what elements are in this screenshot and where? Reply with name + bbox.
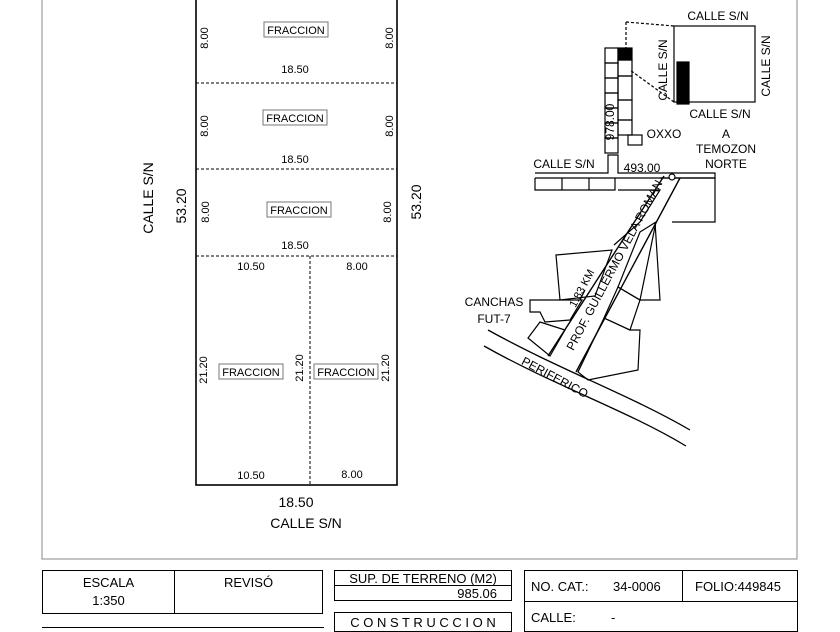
canchas-label: CANCHAS (465, 295, 524, 309)
distance-vertical: 978.00 (603, 103, 617, 140)
temozon-label: NORTE (705, 157, 747, 171)
escala-label: ESCALA (82, 575, 135, 590)
target-lot-marker (617, 47, 633, 61)
catastro-cell: NO. CAT.: 34-0006 FOLIO:449845 (524, 570, 798, 602)
dimension-depth: 8.00 (199, 115, 211, 136)
dimension-left: 10.50 (237, 470, 265, 482)
dimension-depth: 8.00 (384, 27, 396, 48)
inset-leader (629, 69, 675, 103)
dimension-width: 18.50 (281, 64, 309, 76)
dimension-right: 8.00 (341, 469, 362, 481)
dimension-depth: 8.00 (382, 201, 394, 222)
table-edge (42, 627, 324, 628)
fraccion-box (218, 363, 284, 380)
total-depth: 53.20 (408, 184, 424, 219)
total-width: 18.50 (278, 494, 313, 510)
construccion-header: C O N S T R U C C I O N (334, 612, 512, 632)
dimension-depth: 8.00 (200, 201, 212, 222)
total-depth: 53.20 (173, 188, 189, 223)
dimension-tall: 21.20 (198, 356, 210, 384)
construccion-label: C O N S T R U C C I O N (350, 615, 496, 630)
inset-lot-marker (676, 61, 690, 105)
dimension-right: 8.00 (346, 261, 367, 273)
street-west-label: CALLE S/N (140, 162, 156, 234)
sup-terreno-header: SUP. DE TERRENO (M2) (334, 570, 512, 586)
calle-value: - (611, 610, 616, 625)
sup-terreno-label: SUP. DE TERRENO (M2) (349, 571, 497, 586)
dimension-left: 10.50 (237, 261, 265, 273)
street-top-label: CALLE S/N (687, 9, 748, 23)
sup-terreno-value: 985.06 (457, 586, 497, 601)
temozon-label: TEMOZON (696, 142, 756, 156)
street-right-label: CALLE S/N (759, 35, 773, 96)
drawing-frame (41, 0, 798, 560)
calle-label: CALLE: (531, 610, 576, 625)
dimension-width: 18.50 (281, 154, 309, 166)
fraccion-label: FRACCION (266, 113, 324, 125)
fraccion-label: FRACCION (222, 367, 280, 379)
lot-outline (195, 0, 398, 486)
inset-block (673, 25, 756, 103)
fraccion-label: FRACCION (267, 25, 325, 37)
escala-value: 1:350 (92, 593, 125, 608)
calle-cell: CALLE: - (524, 601, 798, 632)
dimension-tall: 21.20 (294, 354, 306, 382)
street-left-label: CALLE S/N (656, 39, 670, 100)
dimension-depth: 8.00 (384, 115, 396, 136)
cell-divider (682, 571, 683, 601)
fraccion-label: FRACCION (270, 205, 328, 217)
escala-cell: ESCALA 1:350 (42, 570, 175, 614)
dimension-tall: 21.20 (380, 354, 392, 382)
reviso-label: REVISÓ (223, 575, 274, 590)
canchas-label: FUT-7 (477, 312, 511, 326)
sup-terreno-cell: 985.06 (334, 585, 512, 601)
folio-label: FOLIO:449845 (695, 579, 781, 594)
avenue-label: PROF. GUILLERMO VELA ROMAN (564, 178, 666, 353)
fraccion-box (313, 363, 379, 380)
fraccion-box (263, 21, 329, 38)
fraccion-label: FRACCION (317, 367, 375, 379)
lot-plan: FRACCION FRACCION FRACCION FRACCION FRAC… (140, 0, 424, 531)
periferico-road (487, 329, 691, 431)
street-west-map-label: CALLE S/N (533, 157, 594, 171)
dimension-depth: 8.00 (199, 27, 211, 48)
fraccion-box (262, 109, 328, 126)
reviso-cell: REVISÓ (174, 570, 323, 614)
distance-horizontal: 493.00 (624, 161, 661, 175)
periferico-label: PERIFERICO (519, 354, 590, 401)
no-cat-value: 34-0006 (613, 579, 661, 594)
fraccion-box (266, 201, 332, 218)
no-cat-label: NO. CAT.: (531, 579, 589, 594)
periferico-road (483, 345, 687, 447)
street-south-label: CALLE S/N (270, 515, 342, 531)
inset-leader (625, 21, 675, 27)
oxxo-label: OXXO (647, 127, 682, 141)
temozon-label: A (722, 127, 730, 141)
dimension-width: 18.50 (281, 240, 309, 252)
location-map (483, 21, 756, 447)
street-bottom-label: CALLE S/N (689, 107, 750, 121)
